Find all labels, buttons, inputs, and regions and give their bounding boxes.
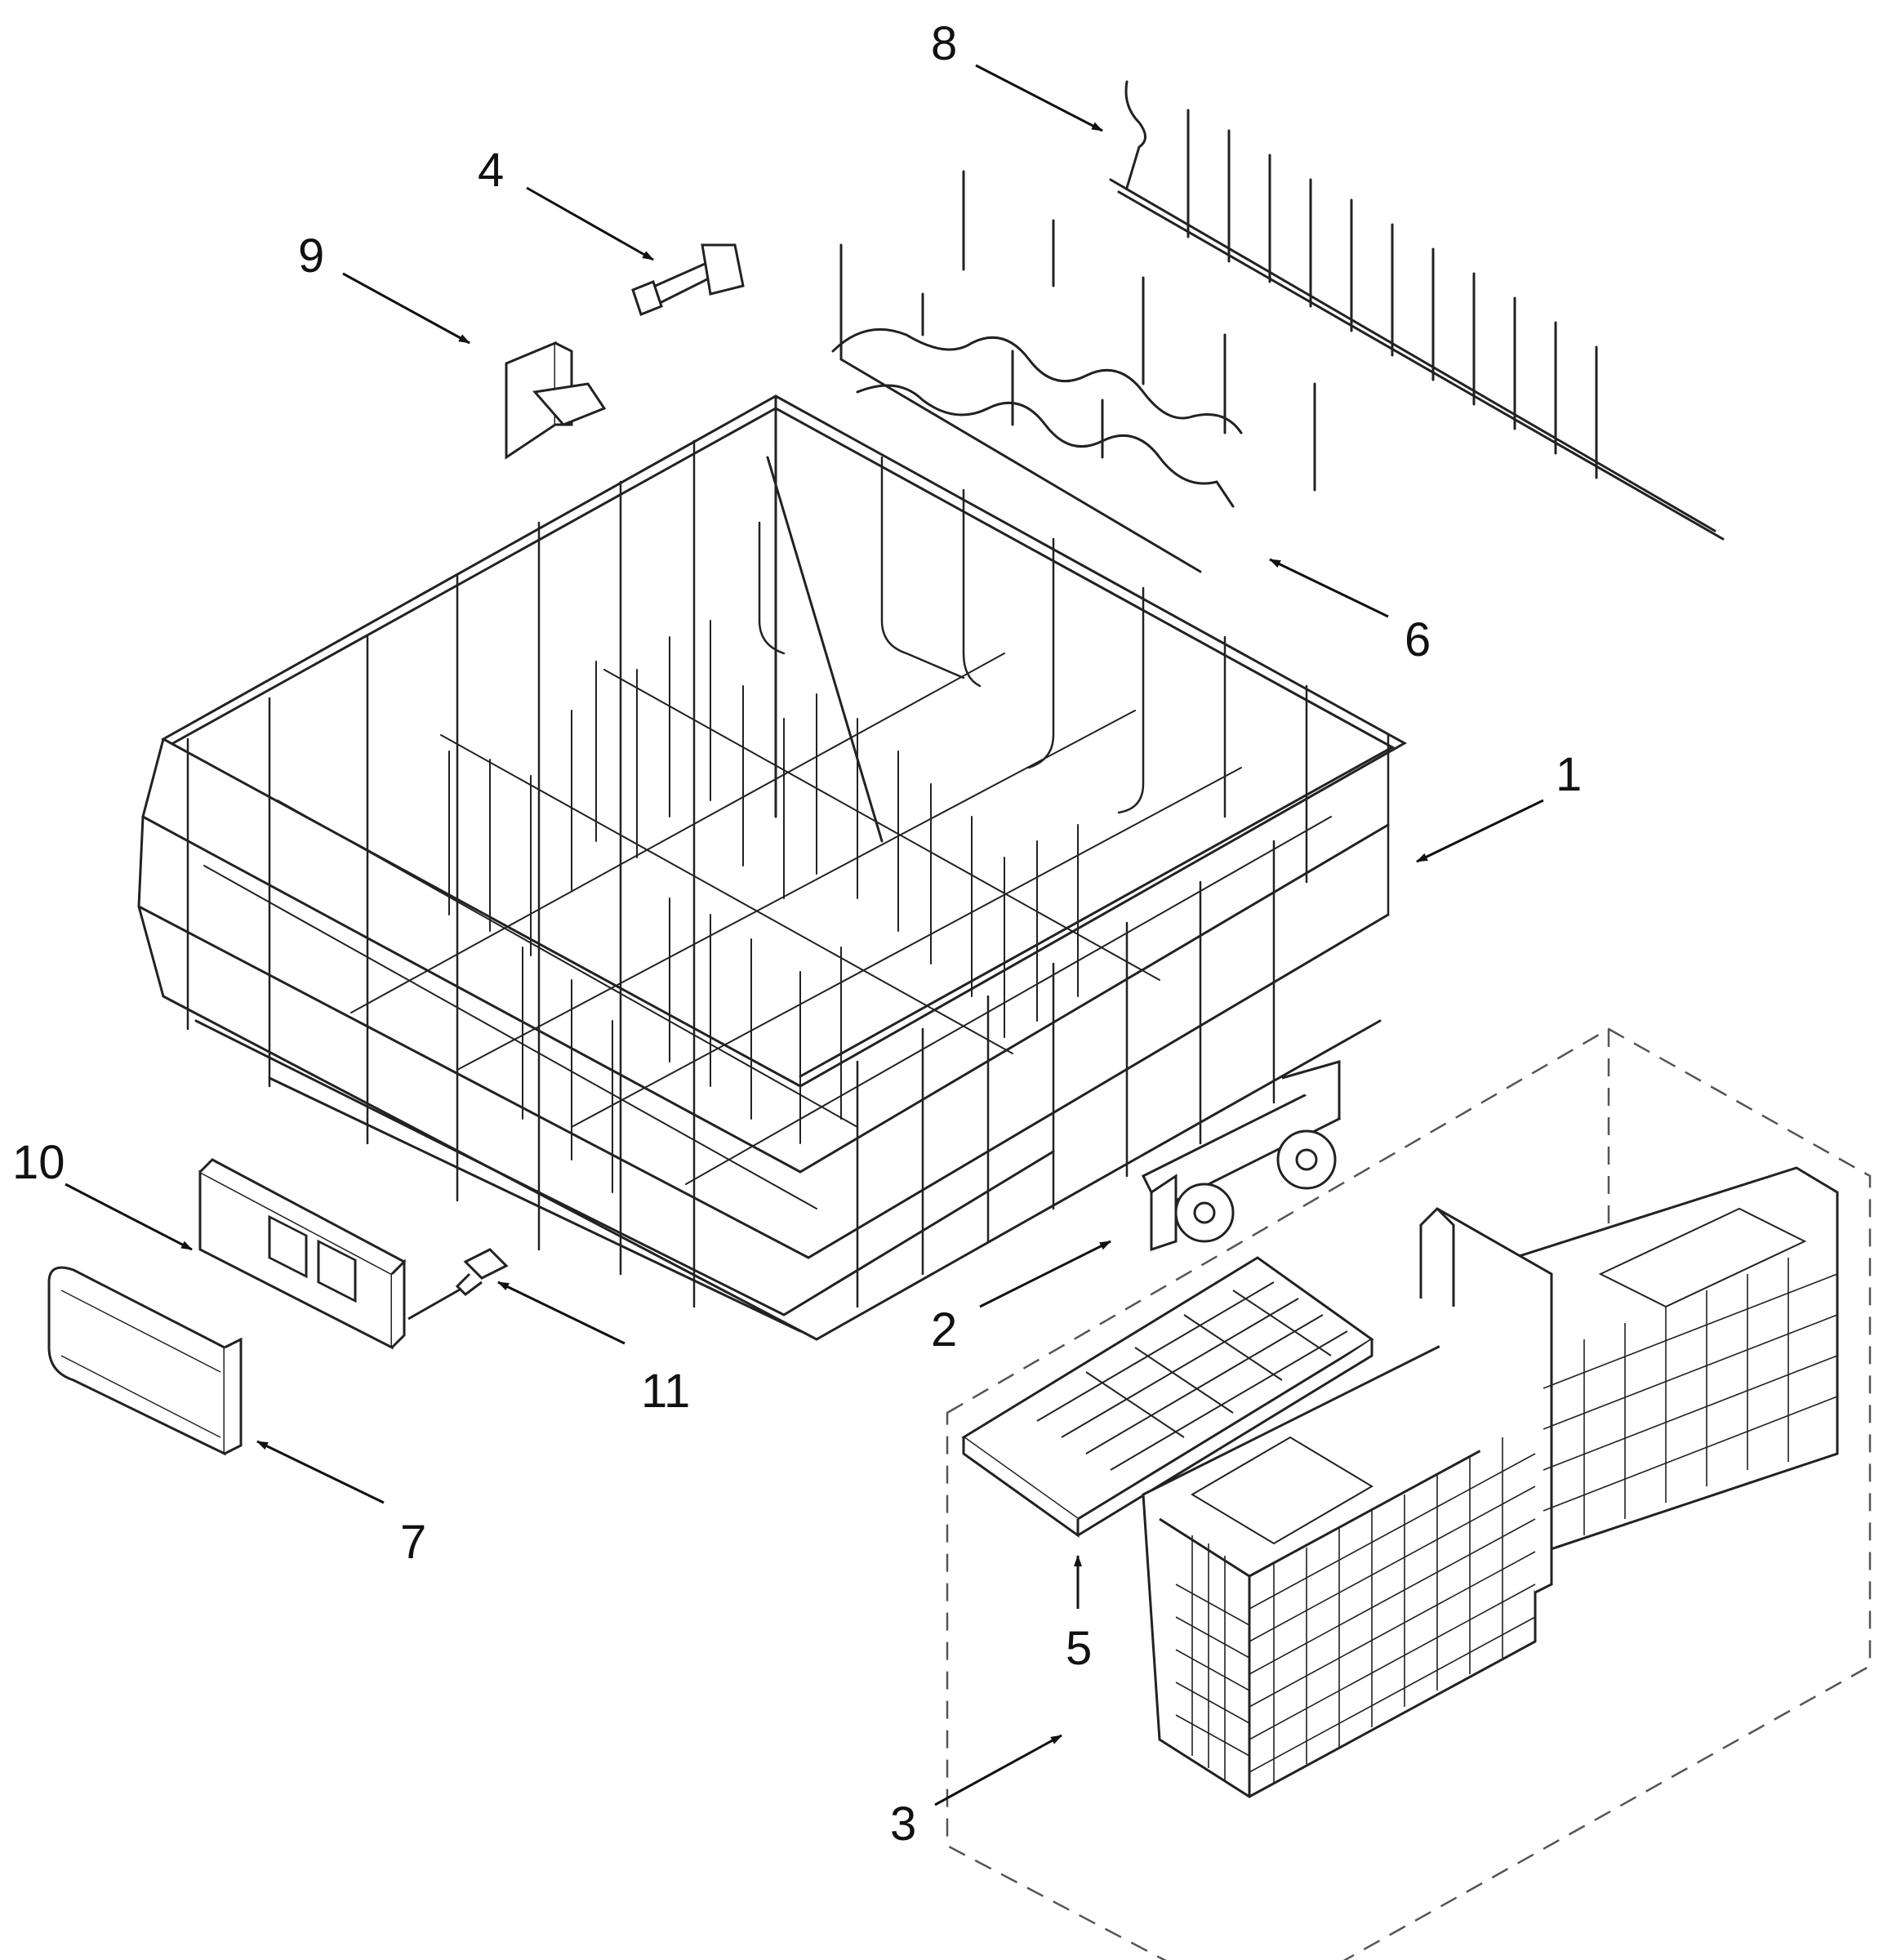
rear-tine-row	[1109, 80, 1725, 541]
arrow-4	[526, 186, 654, 261]
arrow-2	[979, 1240, 1111, 1308]
callout-2: 2	[931, 1303, 958, 1356]
callout-9: 9	[298, 229, 325, 283]
arrow-7	[256, 1440, 385, 1504]
callout-3: 3	[890, 1797, 917, 1851]
silverware-group-box	[946, 1027, 1872, 1960]
screw	[407, 1248, 509, 1321]
arrow-11	[497, 1281, 626, 1345]
callout-4: 4	[478, 144, 505, 197]
arrow-3	[934, 1734, 1062, 1806]
handle-base	[198, 1158, 407, 1350]
arrow-6	[1269, 558, 1389, 618]
tine-row	[831, 170, 1316, 573]
arrow-1	[1416, 799, 1544, 863]
silverware-basket	[1142, 1166, 1839, 1798]
rack-wheel-assembly	[1141, 1060, 1342, 1252]
tine-clip	[631, 243, 745, 316]
lower-rack	[137, 394, 1408, 1341]
tine-bracket	[505, 341, 607, 460]
basket-lid	[961, 1256, 1374, 1538]
callout-6: 6	[1405, 613, 1431, 666]
arrow-9	[342, 272, 470, 345]
callout-8: 8	[931, 17, 958, 70]
handle-cover	[47, 1266, 243, 1456]
arrow-10	[65, 1183, 193, 1251]
callout-5: 5	[1066, 1622, 1093, 1675]
callout-11: 11	[641, 1365, 691, 1418]
callout-10: 10	[12, 1136, 65, 1189]
callout-7: 7	[400, 1516, 427, 1569]
callout-arrows	[65, 64, 1544, 1806]
arrow-8	[975, 64, 1103, 132]
callout-1: 1	[1556, 748, 1583, 801]
